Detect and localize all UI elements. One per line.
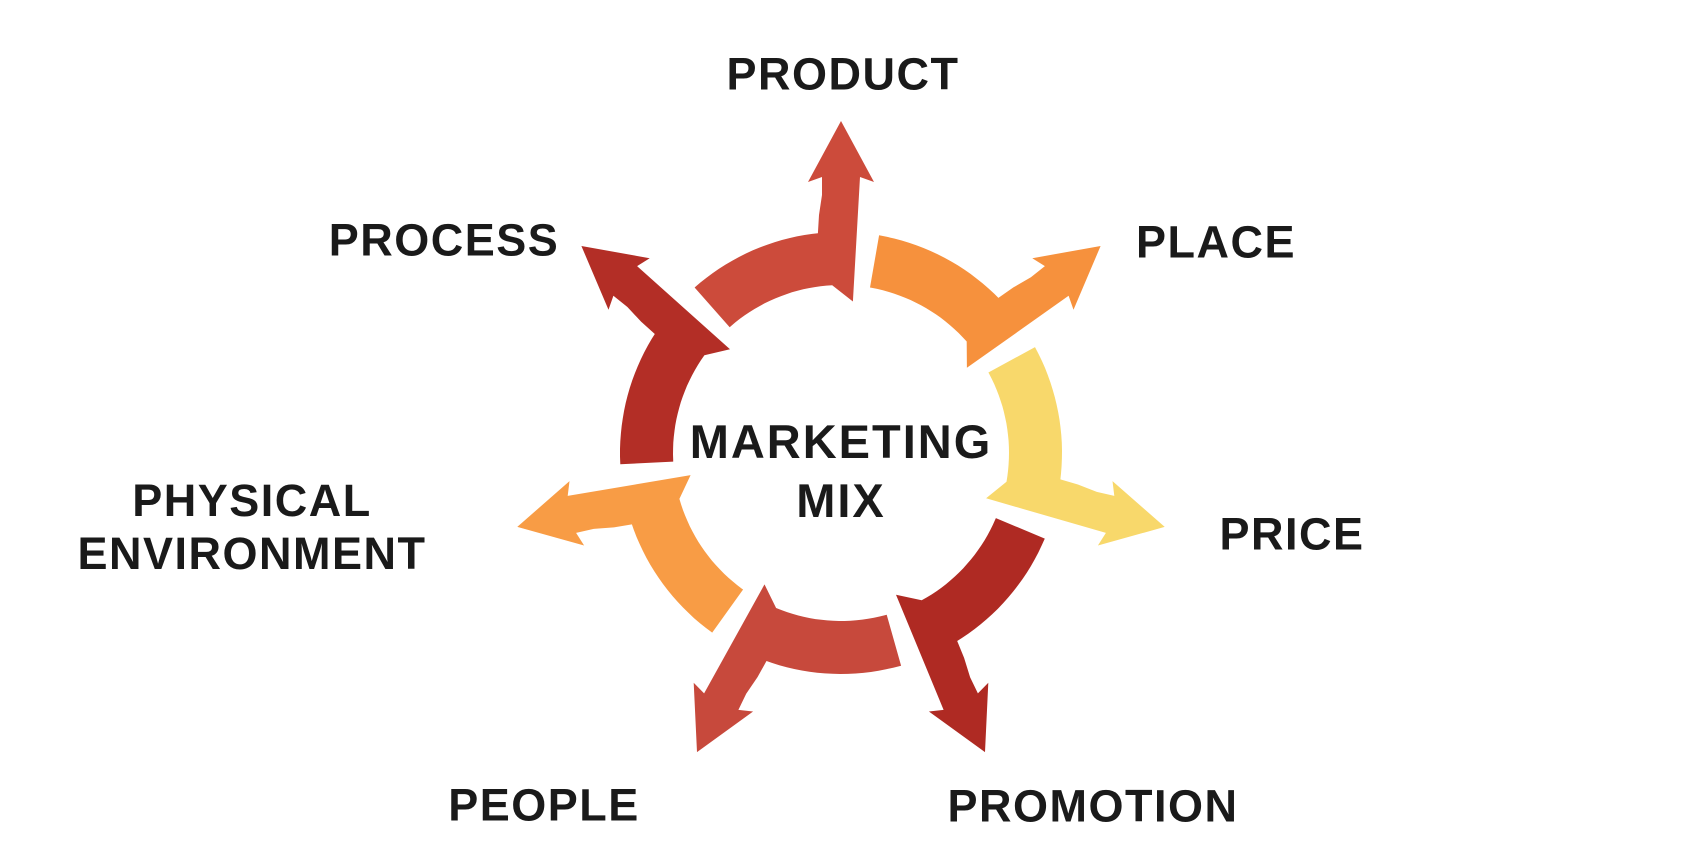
label-price: PRICE xyxy=(1219,508,1364,561)
label-product: PRODUCT xyxy=(727,48,960,101)
segment-arrow-promotion xyxy=(896,518,1045,753)
label-product-line: PRODUCT xyxy=(726,48,960,100)
center-title-line1: MARKETING xyxy=(689,415,993,468)
label-process: PROCESS xyxy=(329,214,560,267)
label-physical-environment-line: ENVIRONMENT xyxy=(77,528,427,579)
label-place: PLACE xyxy=(1136,216,1296,269)
segment-arrow-process xyxy=(581,246,730,465)
segment-arrow-physical-environment xyxy=(517,475,744,633)
label-process-line: PROCESS xyxy=(328,214,560,266)
label-price-line: PRICE xyxy=(1219,508,1365,560)
segment-arrow-people xyxy=(693,584,902,753)
segment-arrow-place xyxy=(870,235,1101,368)
label-promotion-line: PROMOTION xyxy=(947,780,1239,832)
label-people: PEOPLE xyxy=(448,779,640,832)
label-people-line: PEOPLE xyxy=(448,779,640,831)
center-title: MARKETING MIX xyxy=(690,412,993,530)
center-title-line2: MIX xyxy=(796,474,886,527)
label-promotion: PROMOTION xyxy=(948,780,1239,833)
segment-arrow-price xyxy=(986,347,1165,546)
label-place-line: PLACE xyxy=(1135,216,1297,268)
label-physical-environment-line: PHYSICAL xyxy=(132,475,372,526)
segment-arrow-product xyxy=(694,121,874,328)
